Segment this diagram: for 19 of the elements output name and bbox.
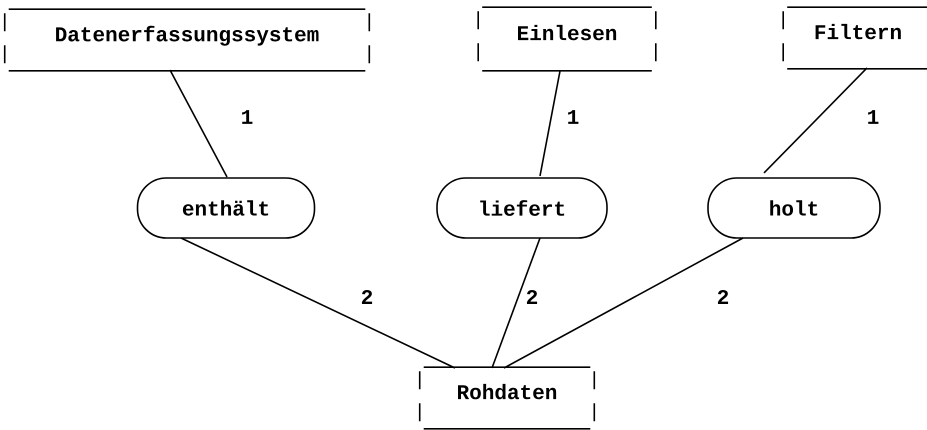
edge-label: 1: [566, 109, 580, 125]
connector-line: [504, 237, 744, 369]
connector-line: [491, 238, 541, 368]
edge-label: 1: [240, 109, 254, 125]
edge-label: 2: [716, 288, 730, 306]
entity-box: Einlesen: [477, 6, 657, 72]
relationship-box: enthält: [136, 177, 316, 239]
entity-box: Datenerfassungssystem: [4, 8, 370, 72]
connector-line: [180, 237, 456, 369]
relationship-box: holt: [707, 177, 881, 239]
relationship-box: liefert: [436, 177, 608, 239]
entity-box: Rohdaten: [418, 366, 596, 430]
connector-line: [169, 70, 228, 178]
connector-line: [763, 67, 868, 174]
entity-box: Filtern: [782, 6, 927, 70]
edge-label: 2: [524, 288, 540, 306]
edge-label: 2: [360, 288, 374, 306]
connector-line: [539, 70, 561, 176]
edge-label: 1: [866, 109, 880, 125]
